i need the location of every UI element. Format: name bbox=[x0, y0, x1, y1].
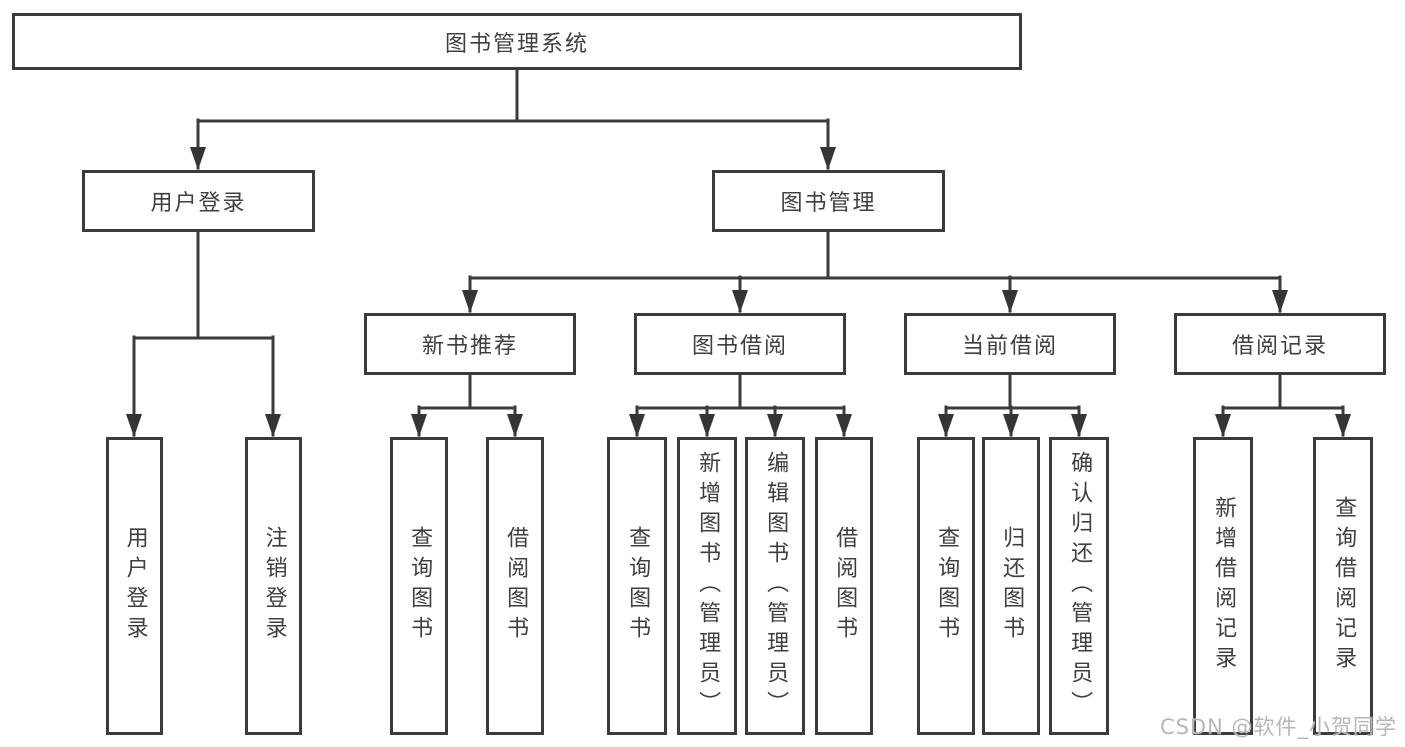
leaf-borrow-add-admin: 新增图书（管理员） bbox=[677, 437, 737, 735]
leaf-newbooks-query-label: 查询图书 bbox=[407, 526, 433, 646]
node-current-borrow: 当前借阅 bbox=[904, 313, 1116, 375]
connector-records-to-leaves bbox=[1221, 373, 1345, 437]
leaf-borrow-edit-admin: 编辑图书（管理员） bbox=[745, 437, 805, 735]
connector-bookborrow-to-leaves bbox=[635, 373, 846, 437]
leaf-current-confirm-admin: 确认归还（管理员） bbox=[1049, 437, 1109, 735]
node-root-system: 图书管理系统 bbox=[12, 13, 1022, 70]
node-new-book-recommend: 新书推荐 bbox=[364, 313, 576, 375]
leaf-user-login-label: 用户登录 bbox=[122, 526, 148, 646]
arrowheads bbox=[126, 147, 1351, 437]
leaf-current-confirm-admin-label: 确认归还（管理员） bbox=[1067, 451, 1093, 721]
leaf-records-query-label: 查询借阅记录 bbox=[1331, 496, 1357, 676]
leaf-current-query: 查询图书 bbox=[917, 437, 975, 735]
node-book-management: 图书管理 bbox=[712, 170, 945, 232]
leaf-newbooks-borrow: 借阅图书 bbox=[486, 437, 544, 735]
leaf-borrow-edit-admin-label: 编辑图书（管理员） bbox=[763, 451, 789, 721]
leaf-logout-label: 注销登录 bbox=[261, 526, 287, 646]
csdn-watermark: CSDN @软件_小贺同学 bbox=[1159, 715, 1397, 739]
connector-root-to-level2 bbox=[196, 68, 830, 170]
node-borrow-records: 借阅记录 bbox=[1174, 313, 1386, 375]
connector-mgmt-to-level3 bbox=[468, 230, 1282, 313]
connector-newbooks-to-leaves bbox=[417, 373, 517, 437]
leaf-records-add-label: 新增借阅记录 bbox=[1211, 496, 1237, 676]
leaf-current-query-label: 查询图书 bbox=[934, 526, 960, 646]
leaf-logout: 注销登录 bbox=[245, 437, 302, 735]
leaf-records-add: 新增借阅记录 bbox=[1193, 437, 1253, 735]
connector-lines bbox=[132, 68, 1345, 437]
leaf-borrow-book-label: 借阅图书 bbox=[832, 526, 858, 646]
leaf-current-return: 归还图书 bbox=[982, 437, 1040, 735]
leaf-newbooks-query: 查询图书 bbox=[390, 437, 448, 735]
node-user-login: 用户登录 bbox=[82, 170, 315, 232]
leaf-newbooks-borrow-label: 借阅图书 bbox=[503, 526, 529, 646]
leaf-borrow-book: 借阅图书 bbox=[815, 437, 873, 735]
leaf-user-login: 用户登录 bbox=[106, 437, 163, 735]
node-book-borrow: 图书借阅 bbox=[634, 313, 846, 375]
connector-login-to-leaves bbox=[132, 230, 275, 437]
leaf-borrow-query: 查询图书 bbox=[607, 437, 667, 735]
leaf-borrow-add-admin-label: 新增图书（管理员） bbox=[695, 451, 721, 721]
leaf-records-query: 查询借阅记录 bbox=[1313, 437, 1373, 735]
leaf-borrow-query-label: 查询图书 bbox=[625, 526, 651, 646]
leaf-current-return-label: 归还图书 bbox=[999, 526, 1025, 646]
